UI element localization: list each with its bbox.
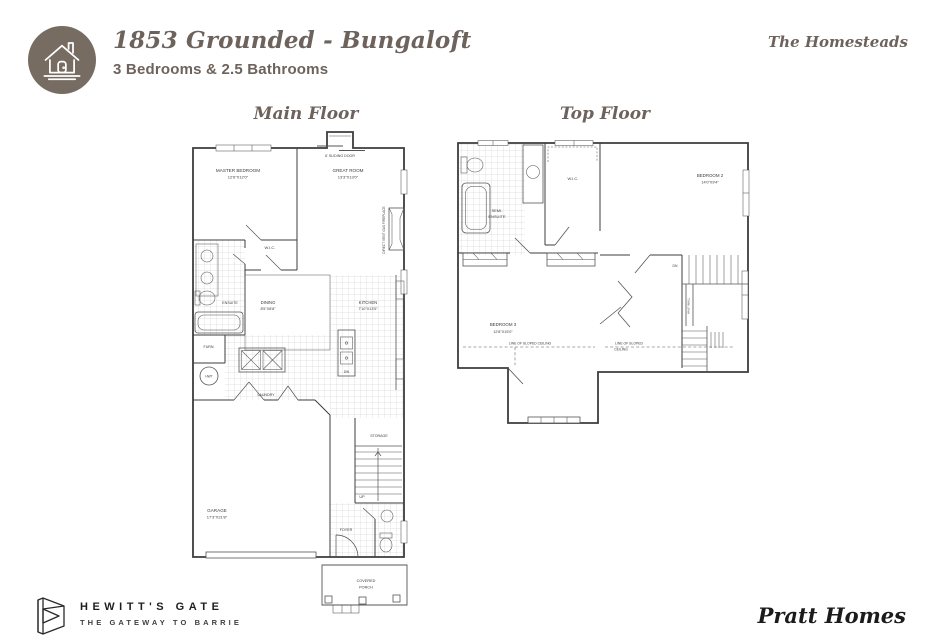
- label-kitchen: KITCHEN: [359, 300, 377, 305]
- label-bedroom3-dims: 12'8"X15'0": [493, 330, 513, 334]
- label-bedroom2-dims: 14'0"X9'4": [701, 181, 719, 185]
- main-floor-outer-walls: [192, 131, 405, 558]
- community-name: HEWITT'S GATE: [80, 601, 224, 613]
- label-sloped-ceiling-right-1: LINE OF SLOPED: [615, 342, 643, 346]
- label-up: UP: [359, 495, 365, 499]
- label-great-room: GREAT ROOM: [333, 168, 364, 173]
- label-sloped-ceiling-right-2: CEILING: [614, 348, 628, 352]
- hewitts-gate-logo-icon: [34, 595, 72, 642]
- collection-name: The Homesteads: [768, 33, 908, 51]
- label-laundry: LAUNDRY: [257, 393, 275, 397]
- label-bedroom3: BEDROOM 3: [490, 322, 517, 327]
- top-floor-details: [460, 140, 750, 424]
- page-subtitle: 3 Bedrooms & 2.5 Bathrooms: [113, 61, 329, 78]
- label-garage-dims: 17'3"X21'8": [207, 515, 228, 520]
- top-floor-outer-walls: [457, 142, 749, 424]
- label-top-wic: W.I.C.: [568, 176, 579, 181]
- label-porch-1: COVERED: [357, 579, 376, 583]
- label-garage: GARAGE: [207, 508, 227, 513]
- label-bedroom2: BEDROOM 2: [697, 173, 724, 178]
- house-icon: [43, 42, 81, 81]
- title-block: 1853 Grounded - Bungaloft 3 Bedrooms & 2…: [113, 27, 471, 78]
- label-great-dims: 13'3"X13'0": [338, 175, 359, 180]
- label-semi-ensuite-1: SEMI-: [491, 208, 503, 213]
- label-half-wall: HALF WALL: [687, 297, 691, 314]
- builder-logo: Pratt Homes: [757, 603, 906, 628]
- label-sliding-door: 6' SLIDING DOOR: [325, 154, 355, 158]
- label-dw: DW: [344, 370, 349, 374]
- page-title: 1853 Grounded - Bungaloft: [113, 27, 472, 54]
- label-foyer: FOYER: [340, 528, 353, 532]
- label-fireplace: DIRECT VENT GAS FIREPLACE: [382, 206, 386, 253]
- main-floor-details: [194, 135, 408, 614]
- label-semi-ensuite-2: ENSUITE: [488, 214, 506, 219]
- label-wic: W.I.C.: [265, 245, 276, 250]
- label-porch-2: PORCH: [359, 586, 373, 590]
- label-dn: DN: [673, 264, 678, 268]
- label-storage: STORAGE: [370, 434, 388, 438]
- main-floor-tiles: [193, 240, 404, 557]
- label-master-bedroom: MASTER BEDROOM: [216, 168, 260, 173]
- top-floor-tiles: [458, 143, 525, 255]
- label-dining-dims: 8'5"X8'8": [260, 307, 276, 311]
- top-floor-title: Top Floor: [559, 104, 650, 124]
- label-furn: FURN.: [204, 345, 215, 349]
- main-floor-plan: 6' SLIDING DOOR MASTER BEDROOM 12'6"X12'…: [192, 131, 408, 614]
- community-tagline: THE GATEWAY TO BARRIE: [80, 618, 242, 627]
- label-hwt: HWT: [205, 375, 212, 379]
- label-sloped-ceiling-left: LINE OF SLOPED CEILING: [509, 342, 552, 346]
- hewitts-gate-text: HEWITT'S GATE THE GATEWAY TO BARRIE: [80, 601, 242, 627]
- label-kitchen-dims: 7'10"X13'5": [358, 307, 378, 311]
- top-floor-plan: SEMI- ENSUITE W.I.C. BEDROOM 2 14'0"X9'4…: [457, 140, 750, 424]
- label-dining: DINING: [261, 300, 276, 305]
- main-floor-title: Main Floor: [253, 104, 359, 124]
- label-master-dims: 12'6"X12'0": [228, 175, 249, 180]
- label-ensuite: ENSUITE: [222, 301, 238, 305]
- brand-badge: [28, 26, 96, 94]
